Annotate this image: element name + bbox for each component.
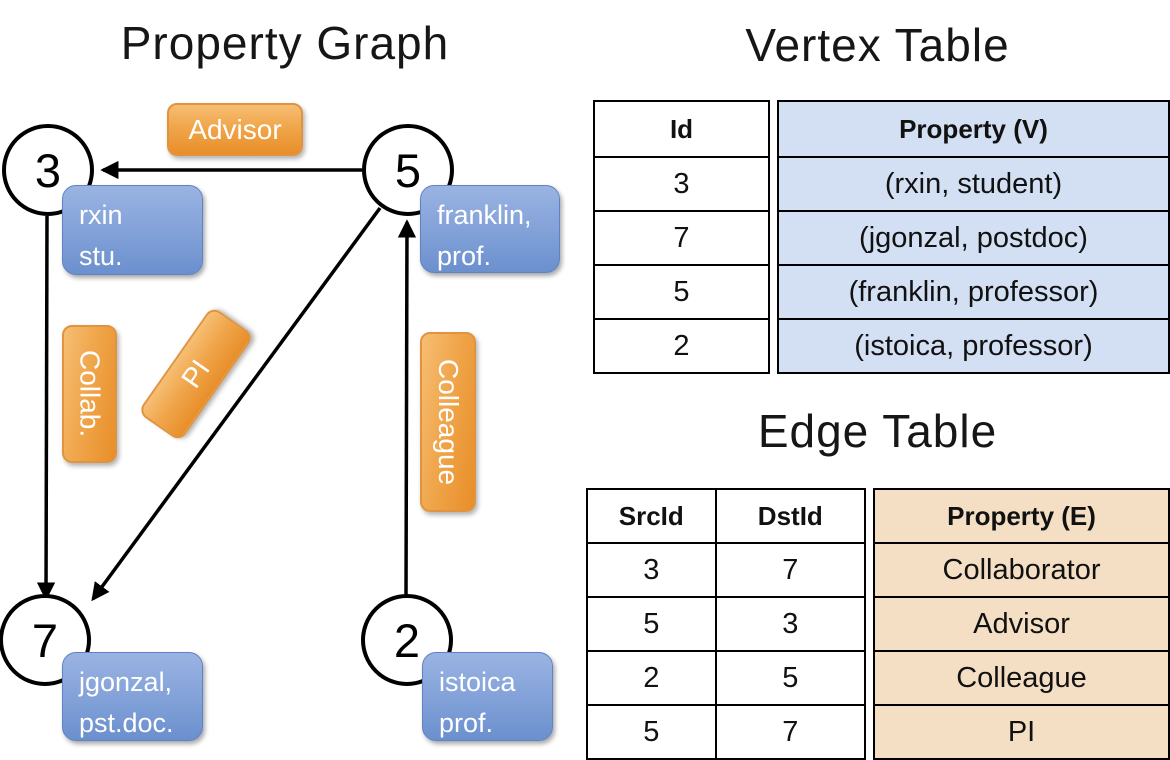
- table-row: 2: [593, 318, 770, 374]
- vertex-property-line: prof.: [437, 240, 492, 271]
- table-row: 3 7: [586, 542, 867, 598]
- edge-property-cell: Advisor: [873, 596, 1170, 652]
- edge-dstid-cell: 3: [714, 596, 867, 652]
- table-row: (franklin, professor): [777, 264, 1170, 320]
- vertex-table-title: Vertex Table: [745, 19, 1010, 71]
- vertex-property-line: istoica: [439, 667, 516, 697]
- table-row: (istoica, professor): [777, 318, 1170, 374]
- vertex-property-line: jgonzal,: [79, 667, 173, 697]
- edge-label-advisor: Advisor: [167, 103, 303, 156]
- edge-dstid-cell: 7: [714, 542, 867, 598]
- edge-dstid-cell: 7: [714, 704, 867, 760]
- vertex-property-box-5: franklin, prof.: [420, 185, 560, 273]
- vertex-property-box-2: istoica prof.: [422, 652, 553, 741]
- edge-srcid-cell: 5: [586, 596, 717, 652]
- table-row: 5: [593, 264, 770, 320]
- vertex-property-line: rxin: [79, 200, 123, 230]
- edge-property-cell: Collaborator: [873, 542, 1170, 598]
- edge-property-cell: PI: [873, 704, 1170, 760]
- edge-arrow-3-to-7: [36, 215, 56, 601]
- edge-table-id-columns: SrcId DstId 3 7 5 3 2 5 5 7: [586, 488, 867, 760]
- edge-property-cell: Colleague: [873, 650, 1170, 706]
- edge-label-colleague: Colleague: [420, 332, 476, 512]
- vertex-node-3: 3: [2, 124, 94, 216]
- edge-srcid-cell: 2: [586, 650, 717, 706]
- table-row: 7: [593, 210, 770, 266]
- vertex-property-box-3: rxin stu.: [62, 185, 203, 275]
- edge-srcid-cell: 5: [586, 704, 717, 760]
- edge-dstid-cell: 5: [714, 650, 867, 706]
- vertex-property-cell: (jgonzal, postdoc): [777, 210, 1170, 266]
- vertex-table-property-column: Property (V) (rxin, student) (jgonzal, p…: [777, 100, 1170, 374]
- vertex-node-3-id: 3: [34, 143, 62, 197]
- table-header-row: Property (V): [777, 100, 1170, 158]
- table-row: (jgonzal, postdoc): [777, 210, 1170, 266]
- vertex-property-box-7: jgonzal, pst.doc.: [62, 652, 203, 741]
- vertex-property-cell: (istoica, professor): [777, 318, 1170, 374]
- vertex-node-5-id: 5: [394, 143, 422, 197]
- vertex-property-line: franklin,: [437, 200, 532, 230]
- edge-label-collab: Collab.: [62, 325, 117, 463]
- edge-srcid-cell: 3: [586, 542, 717, 598]
- vertex-property-cell: (franklin, professor): [777, 264, 1170, 320]
- vertex-table-id-header: Id: [593, 100, 770, 158]
- vertex-id-cell: 7: [593, 210, 770, 266]
- vertex-table-id-column: Id 3 7 5 2: [593, 100, 770, 374]
- vertex-id-cell: 5: [593, 264, 770, 320]
- table-row: Collaborator: [873, 542, 1170, 598]
- table-row: Advisor: [873, 596, 1170, 652]
- edge-table-property-header: Property (E): [873, 488, 1170, 544]
- edge-table-property-column: Property (E) Collaborator Advisor Collea…: [873, 488, 1170, 760]
- edge-arrow-2-to-5: [397, 219, 417, 597]
- edge-table: SrcId DstId 3 7 5 3 2 5 5 7 Property (E): [586, 488, 1170, 760]
- table-row: PI: [873, 704, 1170, 760]
- edge-table-dstid-header: DstId: [714, 488, 867, 544]
- vertex-table-property-header: Property (V): [777, 100, 1170, 158]
- vertex-property-line: stu.: [79, 240, 123, 271]
- table-row: (rxin, student): [777, 156, 1170, 212]
- edge-table-srcid-header: SrcId: [586, 488, 717, 544]
- table-header-row: Id: [593, 100, 770, 158]
- vertex-table: Id 3 7 5 2 Property (V) (rxin, student) …: [593, 100, 1170, 374]
- vertex-node-5: 5: [362, 124, 454, 216]
- vertex-property-cell: (rxin, student): [777, 156, 1170, 212]
- table-header-row: Property (E): [873, 488, 1170, 544]
- vertex-node-2-id: 2: [393, 613, 421, 667]
- table-row: 3: [593, 156, 770, 212]
- property-graph-title: Property Graph: [120, 17, 450, 69]
- vertex-property-line: pst.doc.: [79, 707, 174, 738]
- edge-label-pi: PI: [137, 305, 255, 443]
- edge-table-title: Edge Table: [757, 405, 998, 457]
- vertex-id-cell: 2: [593, 318, 770, 374]
- table-row: Colleague: [873, 650, 1170, 706]
- table-row: 5 7: [586, 704, 867, 760]
- table-row: 2 5: [586, 650, 867, 706]
- vertex-id-cell: 3: [593, 156, 770, 212]
- vertex-property-line: prof.: [439, 707, 494, 738]
- table-header-row: SrcId DstId: [586, 488, 867, 544]
- vertex-node-7-id: 7: [31, 613, 59, 667]
- table-row: 5 3: [586, 596, 867, 652]
